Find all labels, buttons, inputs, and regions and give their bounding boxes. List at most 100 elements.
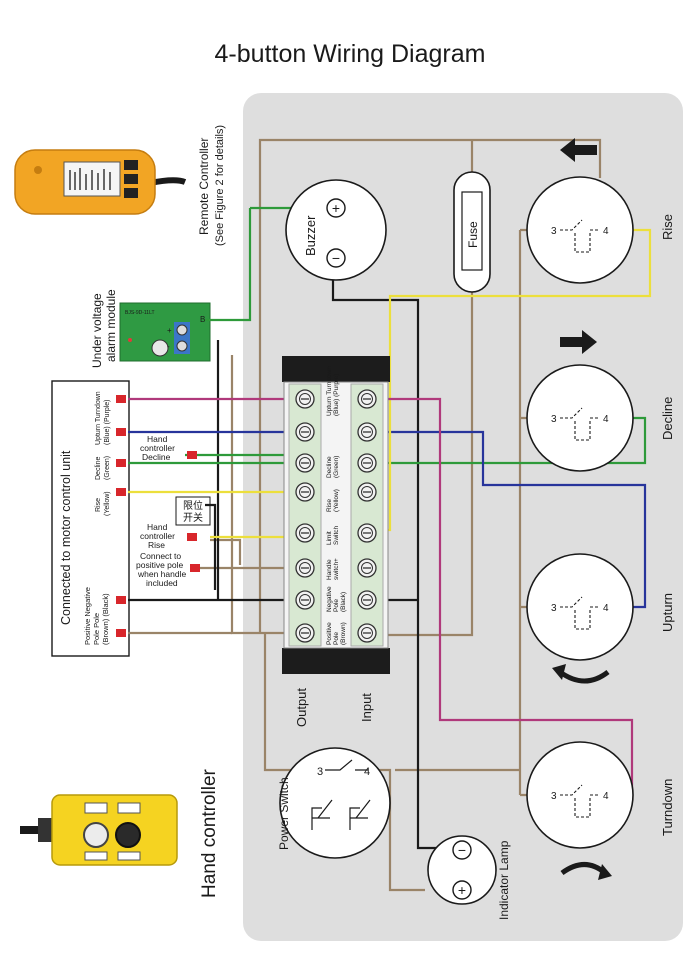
alarm-screw-icon — [176, 340, 188, 352]
motor-connectors — [116, 395, 200, 637]
terminal-screw-icon — [295, 389, 315, 409]
power-switch: 3 4 — [279, 747, 391, 859]
terminal-label-4-line2: switch+ — [333, 558, 340, 580]
power-switch-pin3: 3 — [317, 766, 323, 778]
arrow-curved-turndown-icon — [560, 862, 612, 880]
limit-switch-label-box — [175, 496, 211, 526]
terminal-label-0-line1: Upturn Turndown — [326, 366, 333, 416]
indicator-plus: + — [458, 882, 466, 898]
switch-pin4: 4 — [603, 414, 609, 425]
terminal-screw-icon — [295, 482, 315, 502]
wire-brown-power-lamp — [263, 633, 425, 892]
connector-handle-positive — [190, 564, 200, 572]
switch-pin4: 4 — [603, 226, 609, 237]
switch-contact-symbol — [560, 596, 600, 630]
motor-row-decline-line1: Decline — [95, 457, 102, 480]
connector-positive — [116, 629, 126, 637]
hand-label-plate — [84, 802, 108, 814]
power-switch-label: Power Switch — [277, 777, 291, 850]
terminal-label-6-line2: Pole — [333, 632, 340, 645]
alarm-module: BJS-9D-11LT + - B — [119, 302, 211, 362]
alarm-label-line1: Under voltage — [90, 293, 104, 368]
motor-unit-title: Connected to motor control unit — [59, 450, 73, 625]
connector-upturn — [116, 428, 126, 436]
terminal-screw-icon — [357, 453, 377, 473]
motor-row-poles-line2: Pole Pole — [92, 613, 101, 645]
terminal-screw-icon — [295, 453, 315, 473]
terminal-screw-icon — [357, 523, 377, 543]
switch-body — [526, 553, 634, 661]
buzzer-plus-terminal — [326, 198, 346, 218]
alarm-led-icon — [128, 338, 132, 342]
hand-label-plate — [84, 851, 108, 861]
alarm-b: B — [200, 315, 205, 324]
fuse-element — [461, 191, 483, 271]
remote-button-icon — [124, 188, 138, 198]
remote-label-line2: (See Figure 2 for details) — [214, 125, 226, 246]
terminal-label-6-line1: Positive — [326, 622, 333, 645]
switch-pin3: 3 — [551, 603, 557, 614]
wire-brown-handle-rise-link — [210, 538, 242, 565]
terminal-label-5-line2: Pole — [333, 599, 340, 612]
wire-blue-input-upturn — [380, 430, 647, 609]
terminal-label-5-line3: (Black) — [340, 592, 347, 612]
switch-contact-symbol — [560, 784, 600, 818]
remote-led-icon — [34, 166, 42, 174]
buzzer-minus-terminal — [326, 248, 346, 268]
terminal-label-4-line1: Handle — [326, 559, 333, 580]
hand-decline-line3: Decline — [142, 452, 171, 462]
motor-row-poles-line3: (Brown) (Black) — [101, 593, 110, 645]
buzzer-body — [285, 179, 387, 281]
remote-controller-picture — [14, 149, 187, 215]
indicator-lamp-label: Indicator Lamp — [497, 840, 511, 920]
switch-label-decline: Decline — [660, 397, 675, 440]
terminal-label-1-line2: (Green) — [333, 456, 340, 478]
switch-pin3: 3 — [551, 414, 557, 425]
switch-body — [526, 741, 634, 849]
motor-row-upturn-line2: (Blue) (Purple) — [104, 399, 111, 445]
connector-hand-decline — [187, 451, 197, 459]
indicator-lamp: − + — [427, 835, 497, 905]
motor-row-decline-line2: (Green) — [104, 456, 111, 480]
power-switch-symbol-right — [349, 799, 371, 830]
switch-body — [526, 176, 634, 284]
switch-label-rise: Rise — [660, 214, 675, 240]
terminal-label-2-line1: Rise — [326, 499, 333, 512]
hand-body — [51, 794, 178, 866]
terminal-cap-bottom — [282, 648, 390, 674]
terminal-label-1-line1: Decline — [326, 456, 333, 478]
terminal-screw-icon — [295, 422, 315, 442]
terminal-screw-icon — [357, 558, 377, 578]
terminal-screws-input — [357, 389, 377, 643]
wire-brown-top — [258, 138, 602, 633]
arrow-left-icon — [560, 138, 597, 162]
hand-rise-line1: Hand — [147, 522, 168, 532]
positive-note-line3: when handle — [137, 569, 186, 579]
alarm-label-line2: alarm module — [104, 289, 118, 362]
positive-note-line1: Connect to — [140, 551, 181, 561]
terminal-screw-icon — [357, 389, 377, 409]
hand-rise-line3: Rise — [148, 540, 165, 550]
remote-label-line1: Remote Controller — [197, 138, 211, 235]
connector-rise — [116, 488, 126, 496]
terminal-label-5-line1: Negative — [326, 586, 333, 612]
wire-brown-fuse-bottom — [380, 290, 474, 637]
terminal-label-3-line2: Switch — [333, 525, 340, 545]
terminal-screw-icon — [357, 482, 377, 502]
motor-control-box — [51, 380, 130, 657]
hand-label-plate — [117, 802, 141, 814]
connector-hand-rise — [187, 533, 197, 541]
buzzer: + − Buzzer — [285, 179, 387, 281]
terminal-screw-icon — [295, 623, 315, 643]
switch-body — [526, 364, 634, 472]
power-switch-contact — [325, 759, 368, 771]
buzzer-minus: − — [332, 250, 340, 266]
terminal-screw-icon — [357, 623, 377, 643]
motor-row-rise-line2: (Yellow) — [104, 491, 111, 516]
fuse-body — [453, 171, 491, 293]
wire-black-limit — [205, 503, 217, 590]
